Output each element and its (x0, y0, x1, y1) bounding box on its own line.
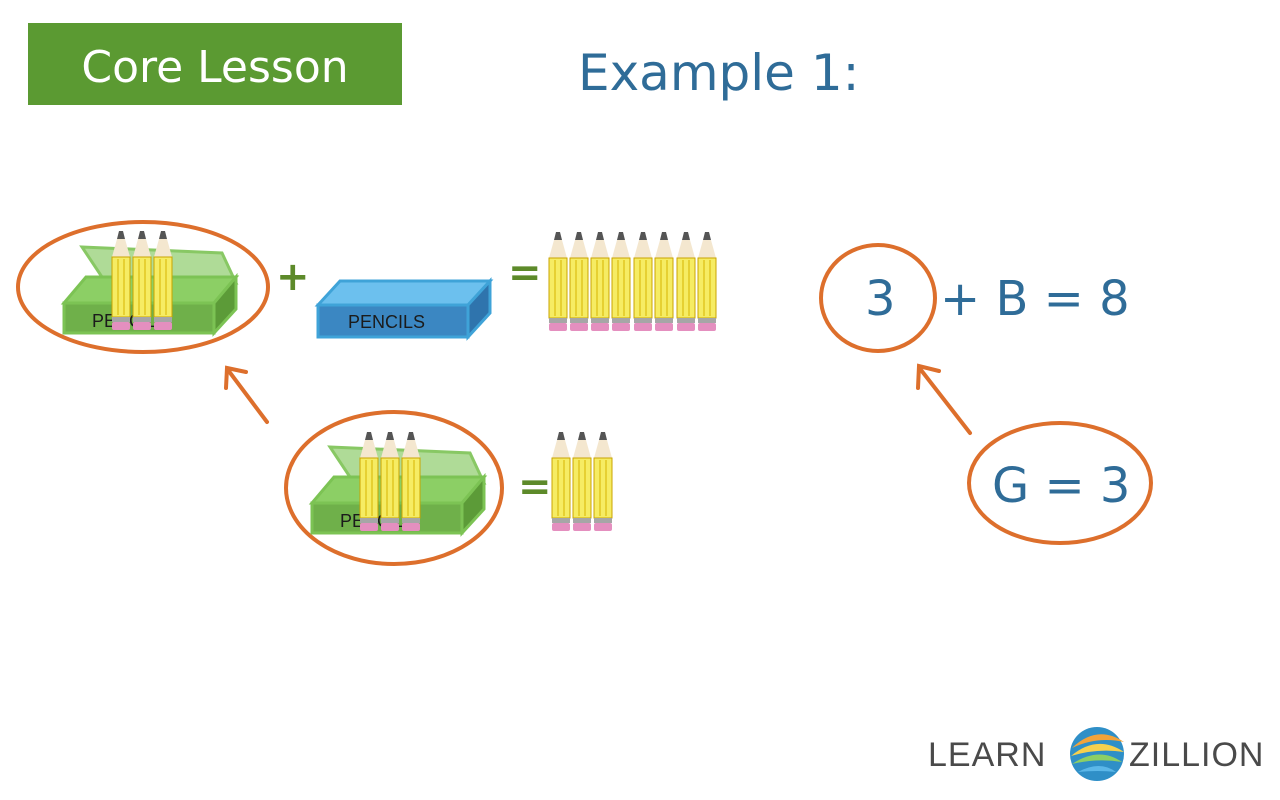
arrow-to-three (916, 363, 972, 435)
blue-pencil-box: PENCILS (314, 277, 494, 341)
box-label-blue: PENCILS (348, 312, 425, 332)
three-pencils (551, 431, 613, 532)
orange-circle-three (819, 243, 937, 353)
logo-swirl-icon (1070, 727, 1124, 781)
plus-sign: + (276, 254, 310, 300)
arrow-to-top-box (224, 365, 269, 424)
core-lesson-badge (28, 23, 402, 105)
core-lesson-label: Core Lesson (81, 42, 348, 93)
orange-circle-given (967, 421, 1153, 545)
learnzillion-logo: LEARN ZILLION (928, 727, 1264, 781)
equals-sign-bottom: = (518, 464, 552, 510)
eight-pencils (548, 231, 717, 332)
example-title: Example 1: (578, 44, 859, 102)
pencils-in-bottom-box (359, 431, 421, 532)
pencils-in-top-box (111, 230, 173, 331)
logo-text-zillion: ZILLION (1129, 736, 1264, 774)
orange-circle-top-box (16, 220, 270, 354)
equals-sign-top: = (508, 250, 542, 296)
orange-circle-bottom-box (284, 410, 504, 566)
equation-rest: + B = 8 (940, 271, 1130, 327)
equation-first-term: 3 (865, 271, 896, 327)
logo-text-learn: LEARN (928, 736, 1046, 774)
given-value: G = 3 (992, 458, 1130, 514)
